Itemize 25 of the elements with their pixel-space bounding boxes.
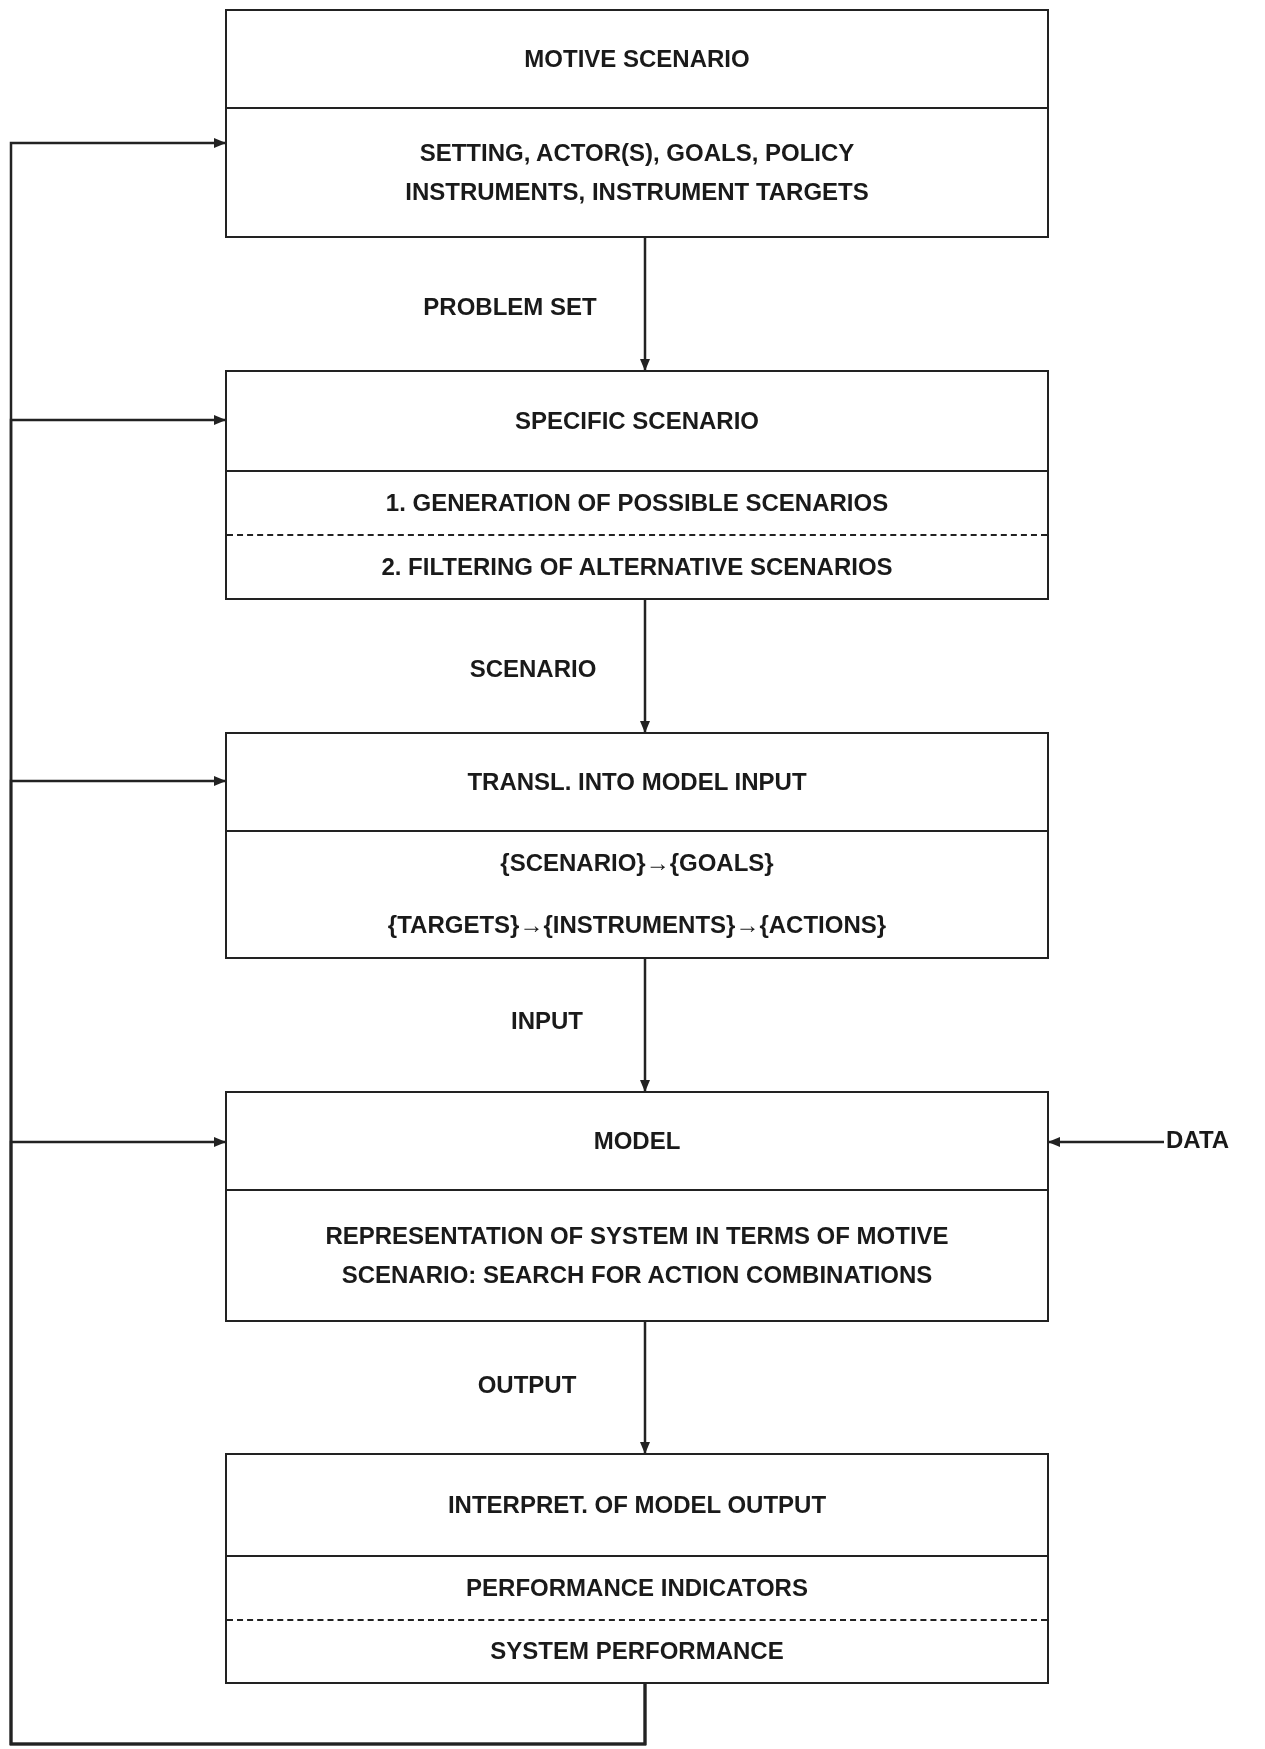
box-text: {SCENARIO}→{GOALS} bbox=[500, 847, 774, 878]
box-text: SYSTEM PERFORMANCE bbox=[490, 1636, 784, 1667]
process-box bbox=[225, 1091, 1049, 1322]
box-text: {TARGETS}→{INSTRUMENTS}→{ACTIONS} bbox=[387, 909, 887, 940]
arrow bbox=[640, 600, 650, 733]
box-heading: TRANSL. INTO MODEL INPUT bbox=[467, 766, 807, 797]
box-text: SETTING, ACTOR(S), GOALS, POLICY INSTRUMENTS, INSTRUMENT TARGETS bbox=[404, 138, 870, 207]
arrow bbox=[9, 1137, 647, 1746]
box-text: 2. FILTERING OF ALTERNATIVE SCENARIOS bbox=[381, 551, 893, 582]
box-text: REPRESENTATION OF SYSTEM IN TERMS OF MOTIVE SCENARIO: SEARCH FOR ACTION COMBINATIONS bbox=[324, 1221, 950, 1290]
box-heading: MODEL bbox=[593, 1125, 681, 1156]
arrow bbox=[640, 238, 650, 371]
arrow bbox=[1048, 1137, 1164, 1147]
process-box bbox=[225, 9, 1049, 238]
process-box bbox=[225, 732, 1049, 959]
box-heading: SPECIFIC SCENARIO bbox=[515, 405, 759, 436]
box-text: 1. GENERATION OF POSSIBLE SCENARIOS bbox=[385, 488, 889, 518]
box-heading: INTERPRET. OF MODEL OUTPUT bbox=[447, 1489, 827, 1520]
process-box bbox=[225, 370, 1049, 600]
arrow bbox=[640, 1322, 650, 1454]
box-text: PERFORMANCE INDICATORS bbox=[466, 1572, 808, 1603]
process-box bbox=[225, 1453, 1049, 1684]
input-label: DATA bbox=[1166, 1126, 1230, 1154]
box-heading: MOTIVE SCENARIO bbox=[524, 43, 750, 74]
arrow bbox=[640, 959, 650, 1092]
